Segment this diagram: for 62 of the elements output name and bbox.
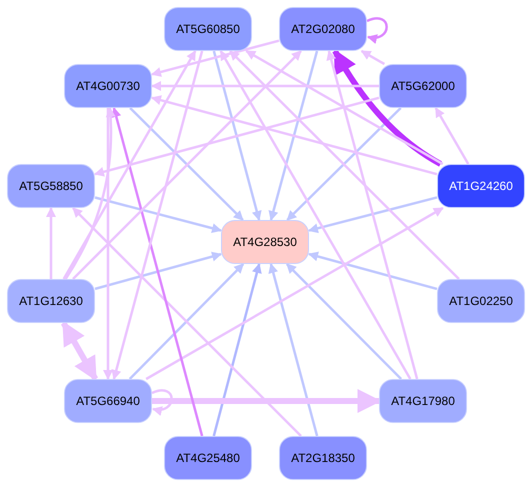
arrow (229, 50, 460, 280)
gene-name: AT1G12630 (19, 293, 83, 310)
arrow (103, 108, 113, 380)
gene-node (279, 436, 367, 480)
arrow (94, 252, 222, 290)
arrow (286, 263, 402, 380)
arrow (434, 107, 470, 165)
arrow (128, 263, 244, 380)
arrow (366, 17, 388, 44)
arrow (72, 50, 302, 280)
arrow (152, 389, 173, 416)
gene-node (437, 279, 525, 323)
arrow (268, 50, 318, 221)
arrow (46, 207, 56, 279)
gene-name: AT5G60850 (176, 21, 240, 38)
arrow (332, 48, 442, 167)
arrow (286, 107, 402, 221)
gene-name: AT1G02250 (449, 293, 513, 310)
gene-name: AT4G25480 (176, 450, 240, 467)
gene-node (437, 164, 525, 208)
gene-node (64, 64, 152, 108)
arrow (60, 320, 98, 382)
gene-node (379, 379, 467, 423)
gene-name: AT4G17980 (391, 393, 455, 410)
arrow (62, 50, 196, 280)
arrow (152, 389, 382, 413)
arrow (94, 96, 380, 177)
arrow (308, 196, 438, 234)
arrow (308, 252, 438, 290)
gene-node (164, 7, 252, 51)
gene-name: AT4G28530 (233, 234, 297, 251)
arrow (72, 207, 302, 437)
arrow (94, 196, 222, 234)
arrow (64, 107, 116, 280)
arrow (151, 95, 438, 176)
gene-node (7, 164, 95, 208)
arrow (212, 50, 262, 221)
arrow (245, 50, 444, 166)
gene-name: AT5G66940 (76, 393, 140, 410)
arrow (220, 50, 412, 380)
arrow (151, 81, 379, 91)
gene-name: AT5G58850 (19, 178, 83, 195)
arrow (151, 39, 280, 77)
gene-name: AT2G02080 (291, 21, 355, 38)
gene-node (279, 7, 367, 51)
gene-node (164, 436, 252, 480)
gene-name: AT1G24260 (449, 178, 513, 195)
gene-name: AT5G62000 (391, 78, 455, 95)
arrow (146, 206, 444, 380)
arrow (111, 107, 204, 436)
arrow (268, 263, 318, 436)
gene-node (7, 279, 95, 323)
arrow (129, 107, 244, 221)
arrow (111, 50, 204, 380)
arrow (360, 50, 386, 66)
gene-name: AT4G00730 (76, 78, 140, 95)
gene-node (221, 220, 309, 264)
arrow (212, 263, 262, 436)
gene-node (379, 64, 467, 108)
gene-node (64, 379, 152, 423)
arrow (326, 50, 418, 380)
gene-name: AT2G18350 (291, 450, 355, 467)
